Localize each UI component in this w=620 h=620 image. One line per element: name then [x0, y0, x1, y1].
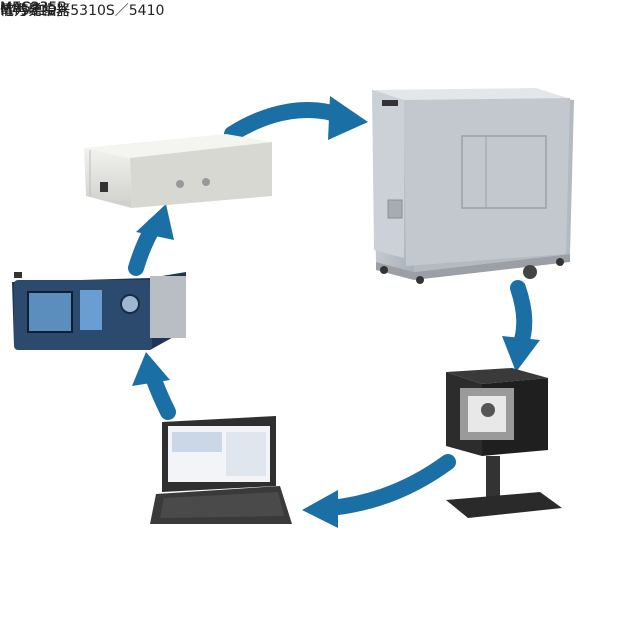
arrow-laptop-to-siggen	[132, 352, 176, 420]
arrow-amp-to-shield	[224, 96, 368, 142]
shield-room-label: MY5310／5310S／5410	[0, 3, 165, 19]
signal-generator-image	[12, 272, 186, 350]
signal-generator-label: 信号発生器	[0, 3, 70, 19]
arrow-siggen-to-amp	[128, 204, 174, 276]
shield-room-image	[372, 88, 574, 284]
amplifier-image	[84, 134, 272, 208]
laptop-image	[150, 416, 292, 524]
amplifier-label: 電力増幅器	[0, 3, 70, 19]
software-label: MAS235B	[0, 0, 67, 16]
chamber-image	[446, 368, 562, 518]
arrow-chamber-to-laptop	[302, 454, 456, 528]
chamber-label: MEC235	[0, 0, 58, 16]
arrow-shield-to-chamber	[502, 280, 540, 372]
